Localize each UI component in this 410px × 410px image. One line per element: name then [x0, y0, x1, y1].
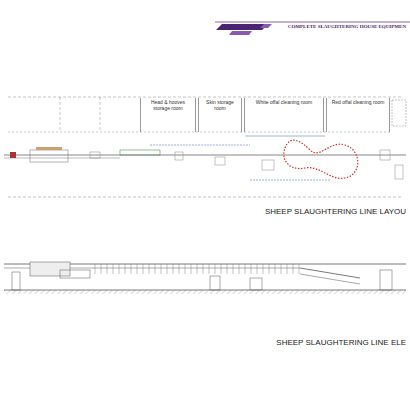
elevation-view: [4, 262, 406, 294]
header-title: COMPLETE SLAUGHTERING HOUSE EQUIPMEN: [288, 24, 406, 29]
hanger-rod: [263, 264, 264, 274]
hanger-rod: [281, 264, 282, 274]
hanger-rod: [239, 264, 240, 274]
room-box: Head & hooves storage room: [140, 98, 196, 132]
hanger-rod: [203, 264, 204, 274]
hanger-rod: [197, 264, 198, 274]
hanger-rod: [161, 264, 162, 274]
hanger-rod: [293, 264, 294, 274]
room-box: Skin storage room: [198, 98, 242, 132]
offal-conveyor-loop: [284, 140, 358, 178]
hanger-rod: [275, 264, 276, 274]
hanger-rod: [107, 264, 108, 274]
hanger-rod: [119, 264, 120, 274]
hanger-rod: [185, 264, 186, 274]
hanger-rod: [137, 264, 138, 274]
hanger-rod: [245, 264, 246, 274]
hanger-rod: [155, 264, 156, 274]
hanger-rod: [125, 264, 126, 274]
hanger-rod: [287, 264, 288, 274]
room-box: White offal cleaning room: [244, 98, 324, 132]
hanger-rod: [131, 264, 132, 274]
hanger-rod: [209, 264, 210, 274]
section-title: SHEEP SLAUGHTERING LINE LAYOU: [265, 207, 406, 216]
plan-view: [4, 97, 406, 197]
hanger-rod: [95, 264, 96, 274]
hanger-rod: [143, 264, 144, 274]
room-name: Skin storage room: [199, 98, 241, 114]
hanger-rod: [179, 264, 180, 274]
room-name: White offal cleaning room: [254, 98, 314, 108]
hanger-rod: [269, 264, 270, 274]
hanger-rod: [101, 264, 102, 274]
hanger-rod: [233, 264, 234, 274]
hanger-rod: [113, 264, 114, 274]
hanger-rod: [257, 264, 258, 274]
section-title: SHEEP SLAUGHTERING LINE ELE: [276, 338, 406, 347]
hanger-rod: [149, 264, 150, 274]
hanger-rod: [221, 264, 222, 274]
hanger-rods: [95, 264, 299, 274]
room-name: Head & hooves storage room: [141, 98, 195, 114]
room-box: Red offal cleaning room: [326, 98, 390, 132]
hanger-rod: [251, 264, 252, 274]
hanger-rod: [173, 264, 174, 274]
hanger-rod: [215, 264, 216, 274]
header-band: [215, 22, 410, 35]
hanger-rod: [299, 264, 300, 274]
room-name: Red offal cleaning room: [330, 98, 387, 108]
hanger-rod: [227, 264, 228, 274]
hanger-rod: [167, 264, 168, 274]
hanger-rod: [191, 264, 192, 274]
